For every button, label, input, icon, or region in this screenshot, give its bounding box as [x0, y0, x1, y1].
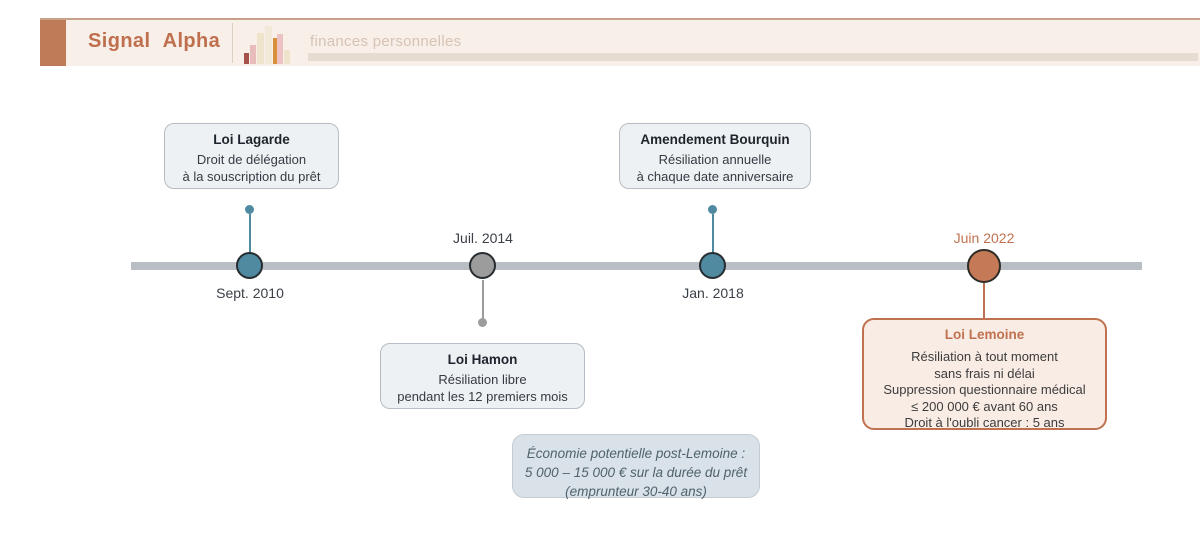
callout-amendement-bourquin: Amendement Bourquin Résiliation annuelle…: [619, 123, 811, 189]
callout-loi-hamon: Loi Hamon Résiliation libre pendant les …: [380, 343, 585, 409]
bar-chart-icon: [244, 26, 292, 64]
date-label: Juin 2022: [953, 230, 1015, 246]
callout-loi-lemoine: Loi Lemoine Résiliation à tout moment sa…: [862, 318, 1107, 430]
note-line: Économie potentielle post-Lemoine :: [526, 446, 746, 461]
timeline-node-2014[interactable]: [469, 252, 496, 279]
timeline-bar: [131, 262, 1142, 270]
callout-line: Résiliation libre: [438, 372, 527, 387]
connector-stem: [249, 214, 251, 254]
header-rule: [308, 53, 1198, 61]
connector-stem: [983, 283, 985, 318]
callout-line: Résiliation à tout moment: [911, 349, 1058, 364]
callout-line: pendant les 12 premiers mois: [397, 389, 568, 404]
date-label: Jan. 2018: [682, 285, 744, 301]
callout-line: à la souscription du prêt: [182, 169, 321, 184]
brand-title: Signal Alpha: [88, 30, 221, 52]
callout-title: Loi Lagarde: [213, 132, 290, 147]
callout-title: Loi Hamon: [447, 352, 518, 367]
callout-line: à chaque date anniversaire: [636, 169, 794, 184]
date-label: Juil. 2014: [453, 230, 513, 246]
callout-line: Droit de délégation: [196, 152, 307, 167]
callout-line: Droit à l'oubli cancer : 5 ans: [904, 415, 1065, 430]
callout-loi-lagarde: Loi Lagarde Droit de délégation à la sou…: [164, 123, 339, 189]
callout-title: Loi Lemoine: [944, 327, 1025, 342]
connector-dot: [245, 205, 254, 214]
note-line: (emprunteur 30-40 ans): [565, 484, 707, 499]
callout-line: sans frais ni délai: [934, 365, 1035, 381]
connector-dot: [708, 205, 717, 214]
timeline-node-2022[interactable]: [967, 249, 1001, 283]
header-divider: [232, 23, 233, 63]
timeline-node-2010[interactable]: [236, 252, 263, 279]
brand-square: [40, 20, 66, 66]
timeline-node-2018[interactable]: [699, 252, 726, 279]
callout-line: ≤ 200 000 € avant 60 ans: [911, 398, 1058, 414]
callout-title: Amendement Bourquin: [640, 132, 790, 147]
connector-stem: [712, 214, 714, 254]
savings-note: Économie potentielle post-Lemoine : 5 00…: [512, 434, 760, 499]
app-header: Signal Alpha finances personnelles: [40, 18, 1200, 66]
connector-stem: [482, 280, 484, 319]
date-label: Sept. 2010: [216, 285, 284, 301]
callout-line: Suppression questionnaire médical: [883, 382, 1086, 397]
note-line: 5 000 – 15 000 € sur la durée du prêt: [524, 465, 748, 480]
callout-line: Résiliation annuelle: [658, 152, 772, 167]
category-label: finances personnelles: [310, 33, 462, 50]
connector-dot: [478, 318, 487, 327]
